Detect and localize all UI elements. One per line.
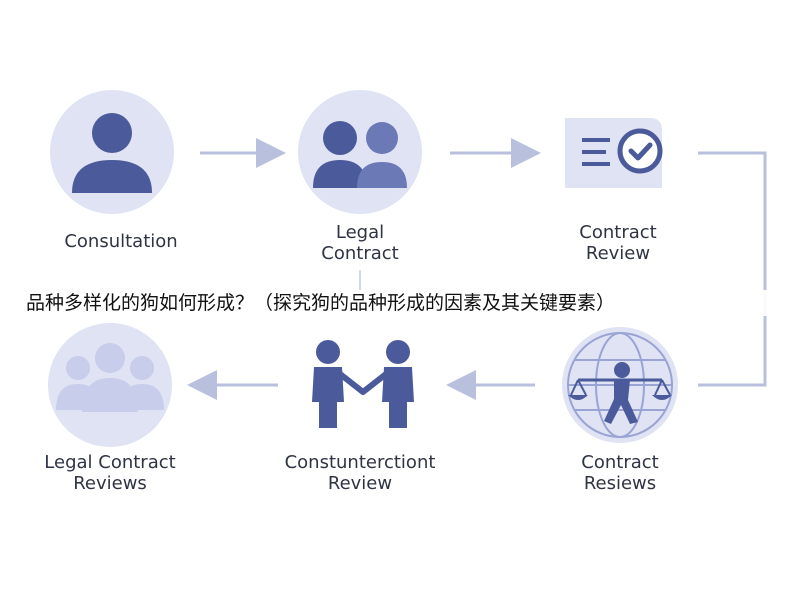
step-consultation-node <box>50 90 174 214</box>
step-label-line: Resiews <box>583 473 657 494</box>
step-label-line: Review <box>585 243 651 264</box>
step-label-line: Constunterctiont <box>284 452 436 473</box>
step-consultation-label: Consultation <box>11 231 231 252</box>
step-legal-contract-node <box>298 90 422 214</box>
step-label-line: Legal Contract <box>44 452 176 473</box>
step-contract-review-label: Contract Review <box>508 222 728 264</box>
document-check-icon <box>582 128 663 174</box>
step-legal-contract-reviews-node <box>48 323 172 447</box>
step-label-line: Legal <box>335 222 385 243</box>
overlay-title: 品种多样化的狗如何形成？（探究狗的品种形成的因素及其关键要素） <box>26 290 776 316</box>
step-label-line: Review <box>327 473 393 494</box>
step-label-line: Contract <box>321 243 399 264</box>
step-contract-resiews-label: Contract Resiews <box>510 452 730 494</box>
connector-right <box>698 151 767 387</box>
globe-scales-icon <box>567 332 673 438</box>
step-label-line: Reviews <box>73 473 147 494</box>
step-label-line: Contract <box>581 452 659 473</box>
couple-icon <box>313 121 407 188</box>
group-icon <box>56 343 164 412</box>
step-contract-resiews-node <box>562 327 678 443</box>
step-label-line: Contract <box>579 222 657 243</box>
handshake-icon <box>312 340 414 428</box>
step-constunterctiont-review-node <box>312 340 414 428</box>
step-constunterctiont-review-label: Constunterctiont Review <box>250 452 470 494</box>
step-label-line: Consultation <box>64 231 178 252</box>
step-legal-contract-label: Legal Contract <box>250 222 470 264</box>
step-legal-contract-reviews-label: Legal Contract Reviews <box>0 452 220 494</box>
step-contract-review-node <box>565 118 663 188</box>
person-icon <box>72 113 152 193</box>
